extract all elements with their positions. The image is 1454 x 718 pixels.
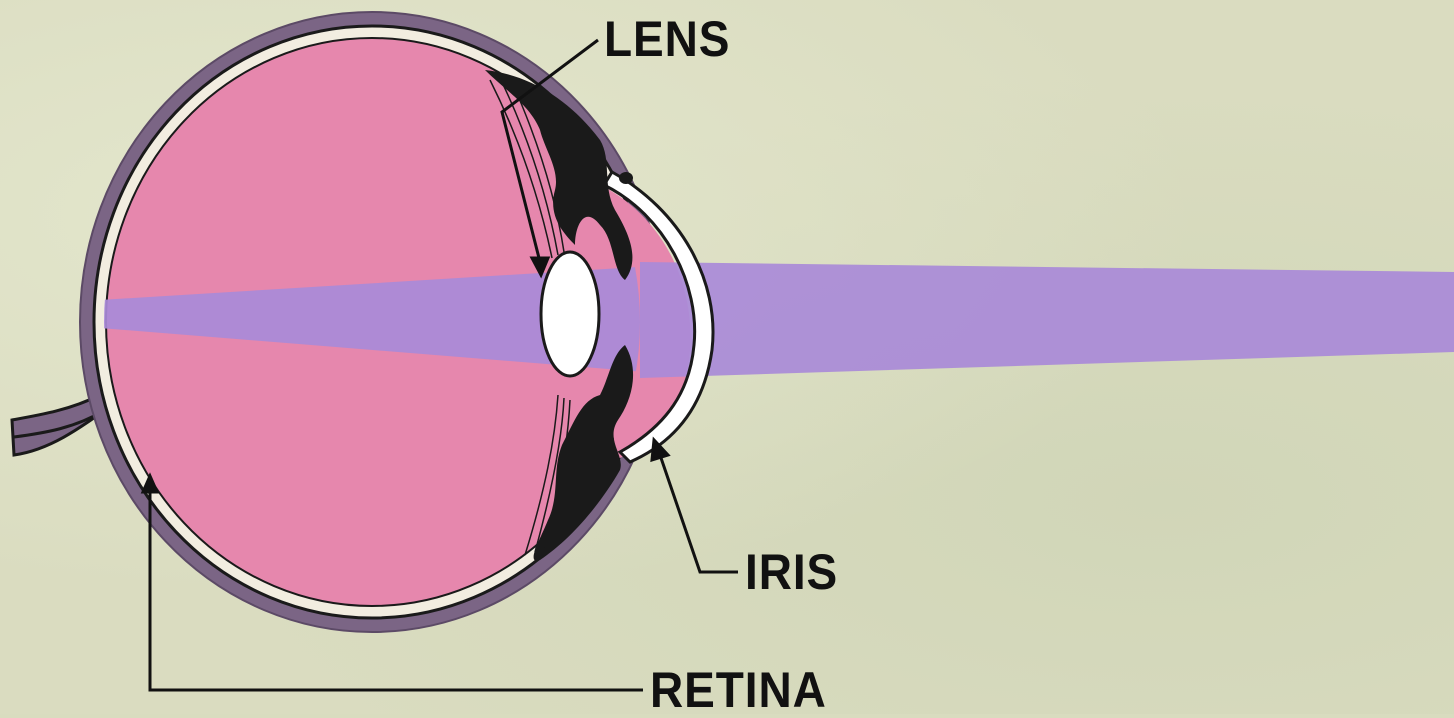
- light-beam: [640, 262, 1454, 378]
- lens: [541, 252, 599, 376]
- label-lens: LENS: [604, 14, 730, 64]
- label-iris: IRIS: [745, 547, 838, 597]
- label-retina: RETINA: [650, 665, 827, 715]
